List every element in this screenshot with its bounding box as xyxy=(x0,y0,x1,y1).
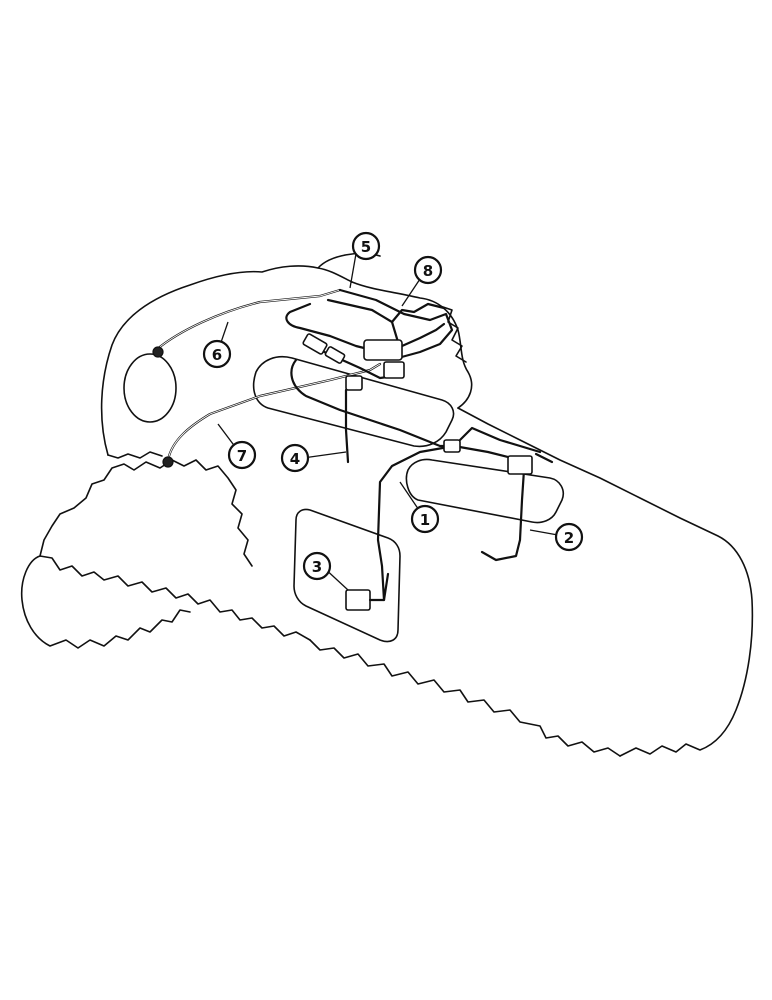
callout-8-label: 8 xyxy=(423,262,433,280)
callout-6-label: 6 xyxy=(212,346,222,364)
callout-1-label: 1 xyxy=(420,511,430,529)
callout-5-label: 5 xyxy=(361,238,371,256)
callout-2: 2 xyxy=(554,522,584,552)
callout-4-label: 4 xyxy=(290,450,300,468)
filter-block xyxy=(507,455,533,475)
callout-3-label: 3 xyxy=(312,558,322,576)
tee-fitting xyxy=(443,439,461,453)
housing-opening xyxy=(123,353,177,423)
callout-4: 4 xyxy=(280,443,310,473)
fitting xyxy=(324,346,346,364)
end-fitting xyxy=(152,346,164,358)
callout-1: 1 xyxy=(410,504,440,534)
callout-6: 6 xyxy=(202,339,232,369)
callout-3: 3 xyxy=(302,551,332,581)
leader-lines xyxy=(216,247,570,591)
component-3-valve xyxy=(345,589,371,611)
fitting xyxy=(302,333,328,355)
fitting xyxy=(383,361,405,379)
housing-outline xyxy=(20,252,754,757)
callout-7: 7 xyxy=(227,440,257,470)
end-fitting xyxy=(162,456,174,468)
callout-7-label: 7 xyxy=(237,447,247,465)
tube-lines xyxy=(152,288,554,611)
callout-2-label: 2 xyxy=(564,529,574,547)
fitting xyxy=(345,375,363,391)
callout-5: 5 xyxy=(351,231,381,261)
callout-8: 8 xyxy=(413,255,443,285)
valve-block xyxy=(363,339,403,361)
